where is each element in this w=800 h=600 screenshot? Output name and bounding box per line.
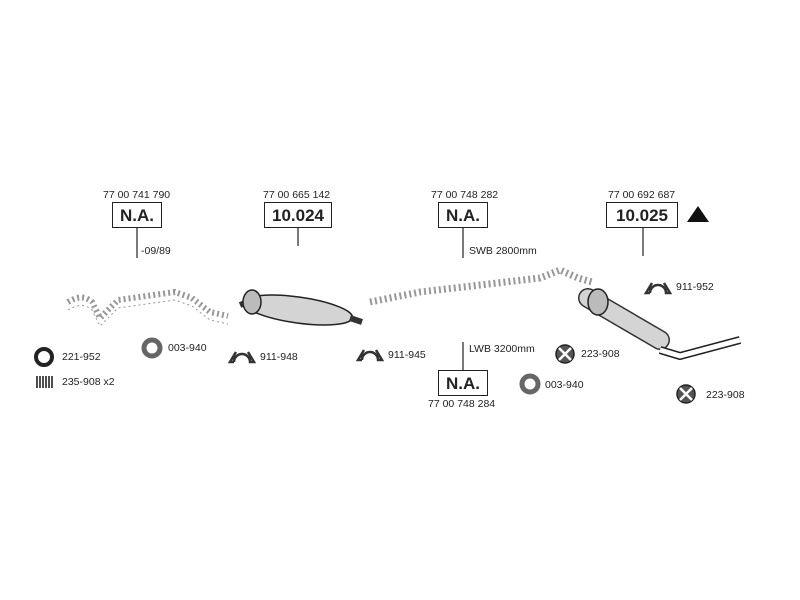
clamp-icon <box>643 282 673 295</box>
part-code-label: 003-940 <box>545 379 584 391</box>
part-number-label: 77 00 741 790 <box>103 189 171 201</box>
clamp-icon <box>227 351 257 364</box>
part-number-label: 77 00 692 687 <box>608 189 676 201</box>
part-number-label: 77 00 665 142 <box>263 189 331 201</box>
part-code-label: 911-948 <box>260 351 298 363</box>
rubber-mount-icon <box>676 384 696 404</box>
part-code-label: 003-940 <box>168 342 207 354</box>
middle-pipe-dotted <box>369 266 593 306</box>
triangle-warning-icon <box>687 206 709 222</box>
note-label: SWB 2800mm <box>469 245 537 257</box>
code-box: 10.024 <box>264 202 332 228</box>
ring-gasket-icon <box>34 347 54 367</box>
code-box: N.A. <box>438 202 488 228</box>
part-number-label: 77 00 748 282 <box>431 189 499 201</box>
code-box: N.A. <box>112 202 162 228</box>
ring-icon <box>519 373 541 395</box>
part-code-label: 223-908 <box>581 348 620 360</box>
part-code-label: 223-908 <box>706 389 745 401</box>
part-code-label: 235-908 x2 <box>62 376 115 388</box>
front-silencer <box>238 289 363 326</box>
rear-silencer <box>578 288 742 360</box>
part-code-label: 221-952 <box>62 351 101 363</box>
part-code-label: 911-945 <box>388 349 426 361</box>
note-label: -09/89 <box>141 245 171 257</box>
code-box: 10.025 <box>606 202 678 228</box>
rubber-mount-icon <box>555 344 575 364</box>
clamp-icon <box>355 349 385 362</box>
spring-icon <box>36 376 53 388</box>
code-box: N.A. <box>438 370 488 396</box>
front-pipe-dotted <box>66 288 229 324</box>
note-label: LWB 3200mm <box>469 343 535 355</box>
ring-icon <box>141 337 163 359</box>
part-number-label: 77 00 748 284 <box>428 398 496 410</box>
part-code-label: 911-952 <box>676 281 714 293</box>
